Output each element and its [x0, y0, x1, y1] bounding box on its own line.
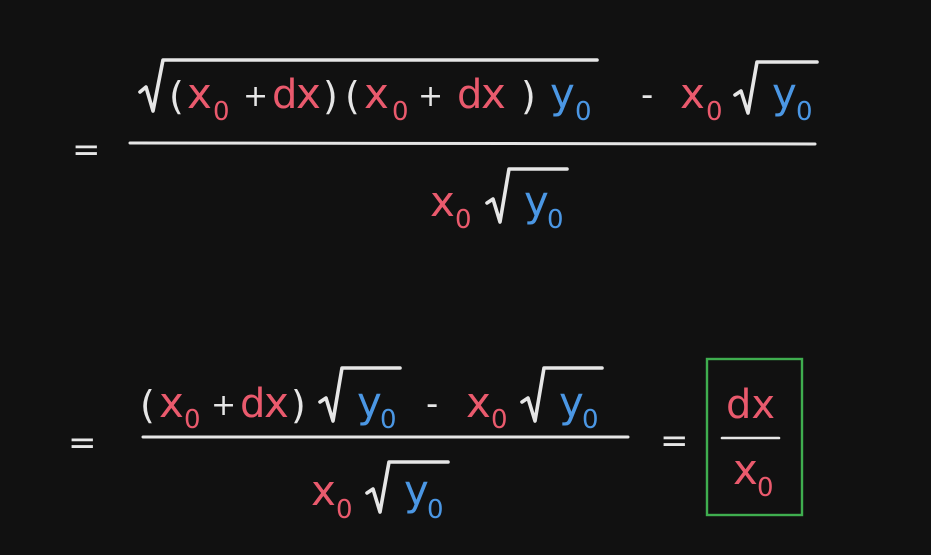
step-1-open-paren-1: (	[169, 74, 184, 118]
step-2-open-paren: (	[140, 383, 155, 427]
step-1-dx-1-x: x	[296, 69, 321, 118]
step-1-plus-2: +	[418, 79, 443, 114]
step-1-x-1: x	[187, 69, 212, 118]
result-box	[705, 357, 804, 517]
step-2-x-2-subscript: 0	[491, 405, 508, 435]
step-1-outer-radical-sign	[138, 58, 599, 113]
step-2-expression: = ( x 0 + d x ) y 0 - x 0 y 0 x 0 y 0 =	[68, 366, 689, 525]
step-2-result-equals-sign: =	[660, 421, 689, 461]
step-2-minus: -	[426, 384, 438, 424]
step-1-expression: = ( x 0 + d x ) ( x 0 + d x ) y 0 - x 0 …	[72, 58, 819, 235]
result-denominator-x: x	[733, 445, 758, 494]
step-2-x-1: x	[159, 378, 184, 427]
step-2-y-1-subscript: 0	[380, 405, 397, 435]
step-1-dx-2-x: x	[481, 69, 506, 118]
step-2-denominator-x: x	[311, 466, 336, 515]
step-1-x-3: x	[680, 69, 705, 118]
step-1-inner-radical-sign	[733, 60, 819, 115]
step-1-y-1: y	[550, 69, 575, 118]
step-1-open-paren-2: (	[345, 74, 360, 118]
step-2-denominator-radical-sign	[365, 460, 450, 514]
result-numerator: dx	[726, 382, 775, 428]
step-2-denominator-x-subscript: 0	[336, 495, 353, 525]
step-2-denominator-y: y	[404, 466, 429, 515]
step-2-radical-sign-2	[520, 366, 604, 423]
step-1-y-2: y	[772, 69, 797, 118]
boxed-result: dx x 0	[705, 357, 804, 517]
step-1-y-1-subscript: 0	[575, 97, 592, 127]
step-1-plus-1: +	[243, 79, 268, 114]
step-1-x-1-subscript: 0	[213, 97, 230, 127]
step-1-x-3-subscript: 0	[706, 97, 723, 127]
step-2-radical-sign-1	[318, 366, 402, 423]
step-1-dx-2-d: d	[457, 72, 482, 118]
step-2-y-1: y	[357, 378, 382, 427]
step-1-close-paren-1: )	[323, 74, 338, 118]
step-2-plus: +	[211, 388, 236, 423]
step-2-equals-sign: =	[68, 423, 97, 463]
step-1-x-2: x	[364, 69, 389, 118]
step-1-x-2-subscript: 0	[392, 97, 409, 127]
step-1-denominator-y-subscript: 0	[547, 205, 564, 235]
step-2-y-2: y	[559, 378, 584, 427]
step-2-dx-d: d	[240, 381, 265, 427]
step-2-y-2-subscript: 0	[582, 405, 599, 435]
step-1-equals-sign: =	[72, 130, 101, 170]
step-2-denominator-y-subscript: 0	[427, 495, 444, 525]
step-1-fraction-bar	[128, 141, 817, 146]
step-2-close-paren: )	[291, 383, 306, 427]
step-1-close-paren-2: )	[521, 74, 536, 118]
step-1-minus: -	[641, 75, 653, 115]
step-1-y-2-subscript: 0	[796, 97, 813, 127]
step-2-x-2: x	[466, 378, 491, 427]
step-1-denominator-x: x	[430, 177, 455, 226]
step-1-denominator-y: y	[524, 177, 549, 226]
step-1-denominator-radical-sign	[485, 167, 569, 224]
step-1-dx-1-d: d	[272, 72, 297, 118]
result-denominator-subscript: 0	[757, 473, 774, 503]
step-1-denominator-x-subscript: 0	[455, 205, 472, 235]
step-2-x-1-subscript: 0	[184, 405, 201, 435]
step-2-dx-x: x	[264, 378, 289, 427]
